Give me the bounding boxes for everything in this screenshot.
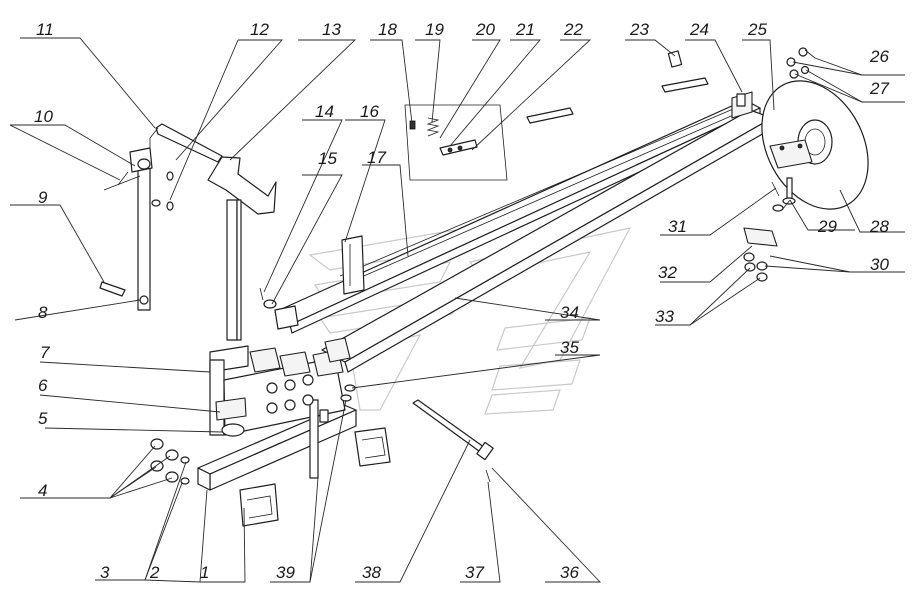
base-frame [197,337,357,491]
label-28: 28 [869,217,889,236]
label-36: 36 [560,563,579,582]
label-14: 14 [315,102,334,121]
clamp-plate [743,227,778,247]
label-18: 18 [378,20,397,39]
label-11: 11 [36,20,54,39]
clamp-nuts [743,252,768,282]
handle-rod [155,123,223,163]
label-12: 12 [250,20,269,39]
kit-group-outline [404,104,508,181]
label-31: 31 [668,217,687,236]
washers-14-15 [259,287,299,330]
label-7: 7 [40,343,50,362]
label-23: 23 [629,20,649,39]
label-8: 8 [38,303,48,322]
hitch-pins [439,50,709,156]
label-22: 22 [563,20,583,39]
axle-rod [412,399,494,483]
label-29: 29 [817,217,837,236]
label-15: 15 [318,149,337,168]
label-33: 33 [655,307,674,326]
label-38: 38 [362,563,381,582]
label-32: 32 [658,263,677,282]
label-13: 13 [322,20,341,39]
disc-nuts [786,47,810,79]
label-24: 24 [689,20,709,39]
drawbar-beams [274,99,774,373]
u-bolt-link [341,235,365,295]
label-21: 21 [515,20,535,39]
label-37: 37 [465,563,484,582]
base-nuts [150,438,190,485]
label-3: 3 [100,563,110,582]
label-27: 27 [869,79,889,98]
label-20: 20 [475,20,495,39]
leader-lines [9,37,905,583]
label-35: 35 [560,338,579,357]
label-34: 34 [560,303,579,322]
label-39: 39 [276,563,295,582]
label-19: 19 [425,20,444,39]
label-4: 4 [38,481,47,500]
label-25: 25 [747,20,767,39]
label-6: 6 [38,376,48,395]
lever-arm [99,147,174,311]
label-1: 1 [200,563,209,582]
springs [409,117,440,137]
label-26: 26 [869,47,889,66]
frame-post [207,156,277,341]
callout-labels: 1 2 3 4 5 6 7 8 9 10 11 12 13 14 15 16 1… [34,20,889,582]
stand-loops [239,427,391,527]
label-2: 2 [149,563,160,582]
label-30: 30 [870,255,889,274]
label-16: 16 [360,102,379,121]
label-9: 9 [38,188,48,207]
label-10: 10 [34,107,53,126]
label-17: 17 [367,148,386,167]
marker-disc [761,80,869,210]
label-5: 5 [38,409,48,428]
